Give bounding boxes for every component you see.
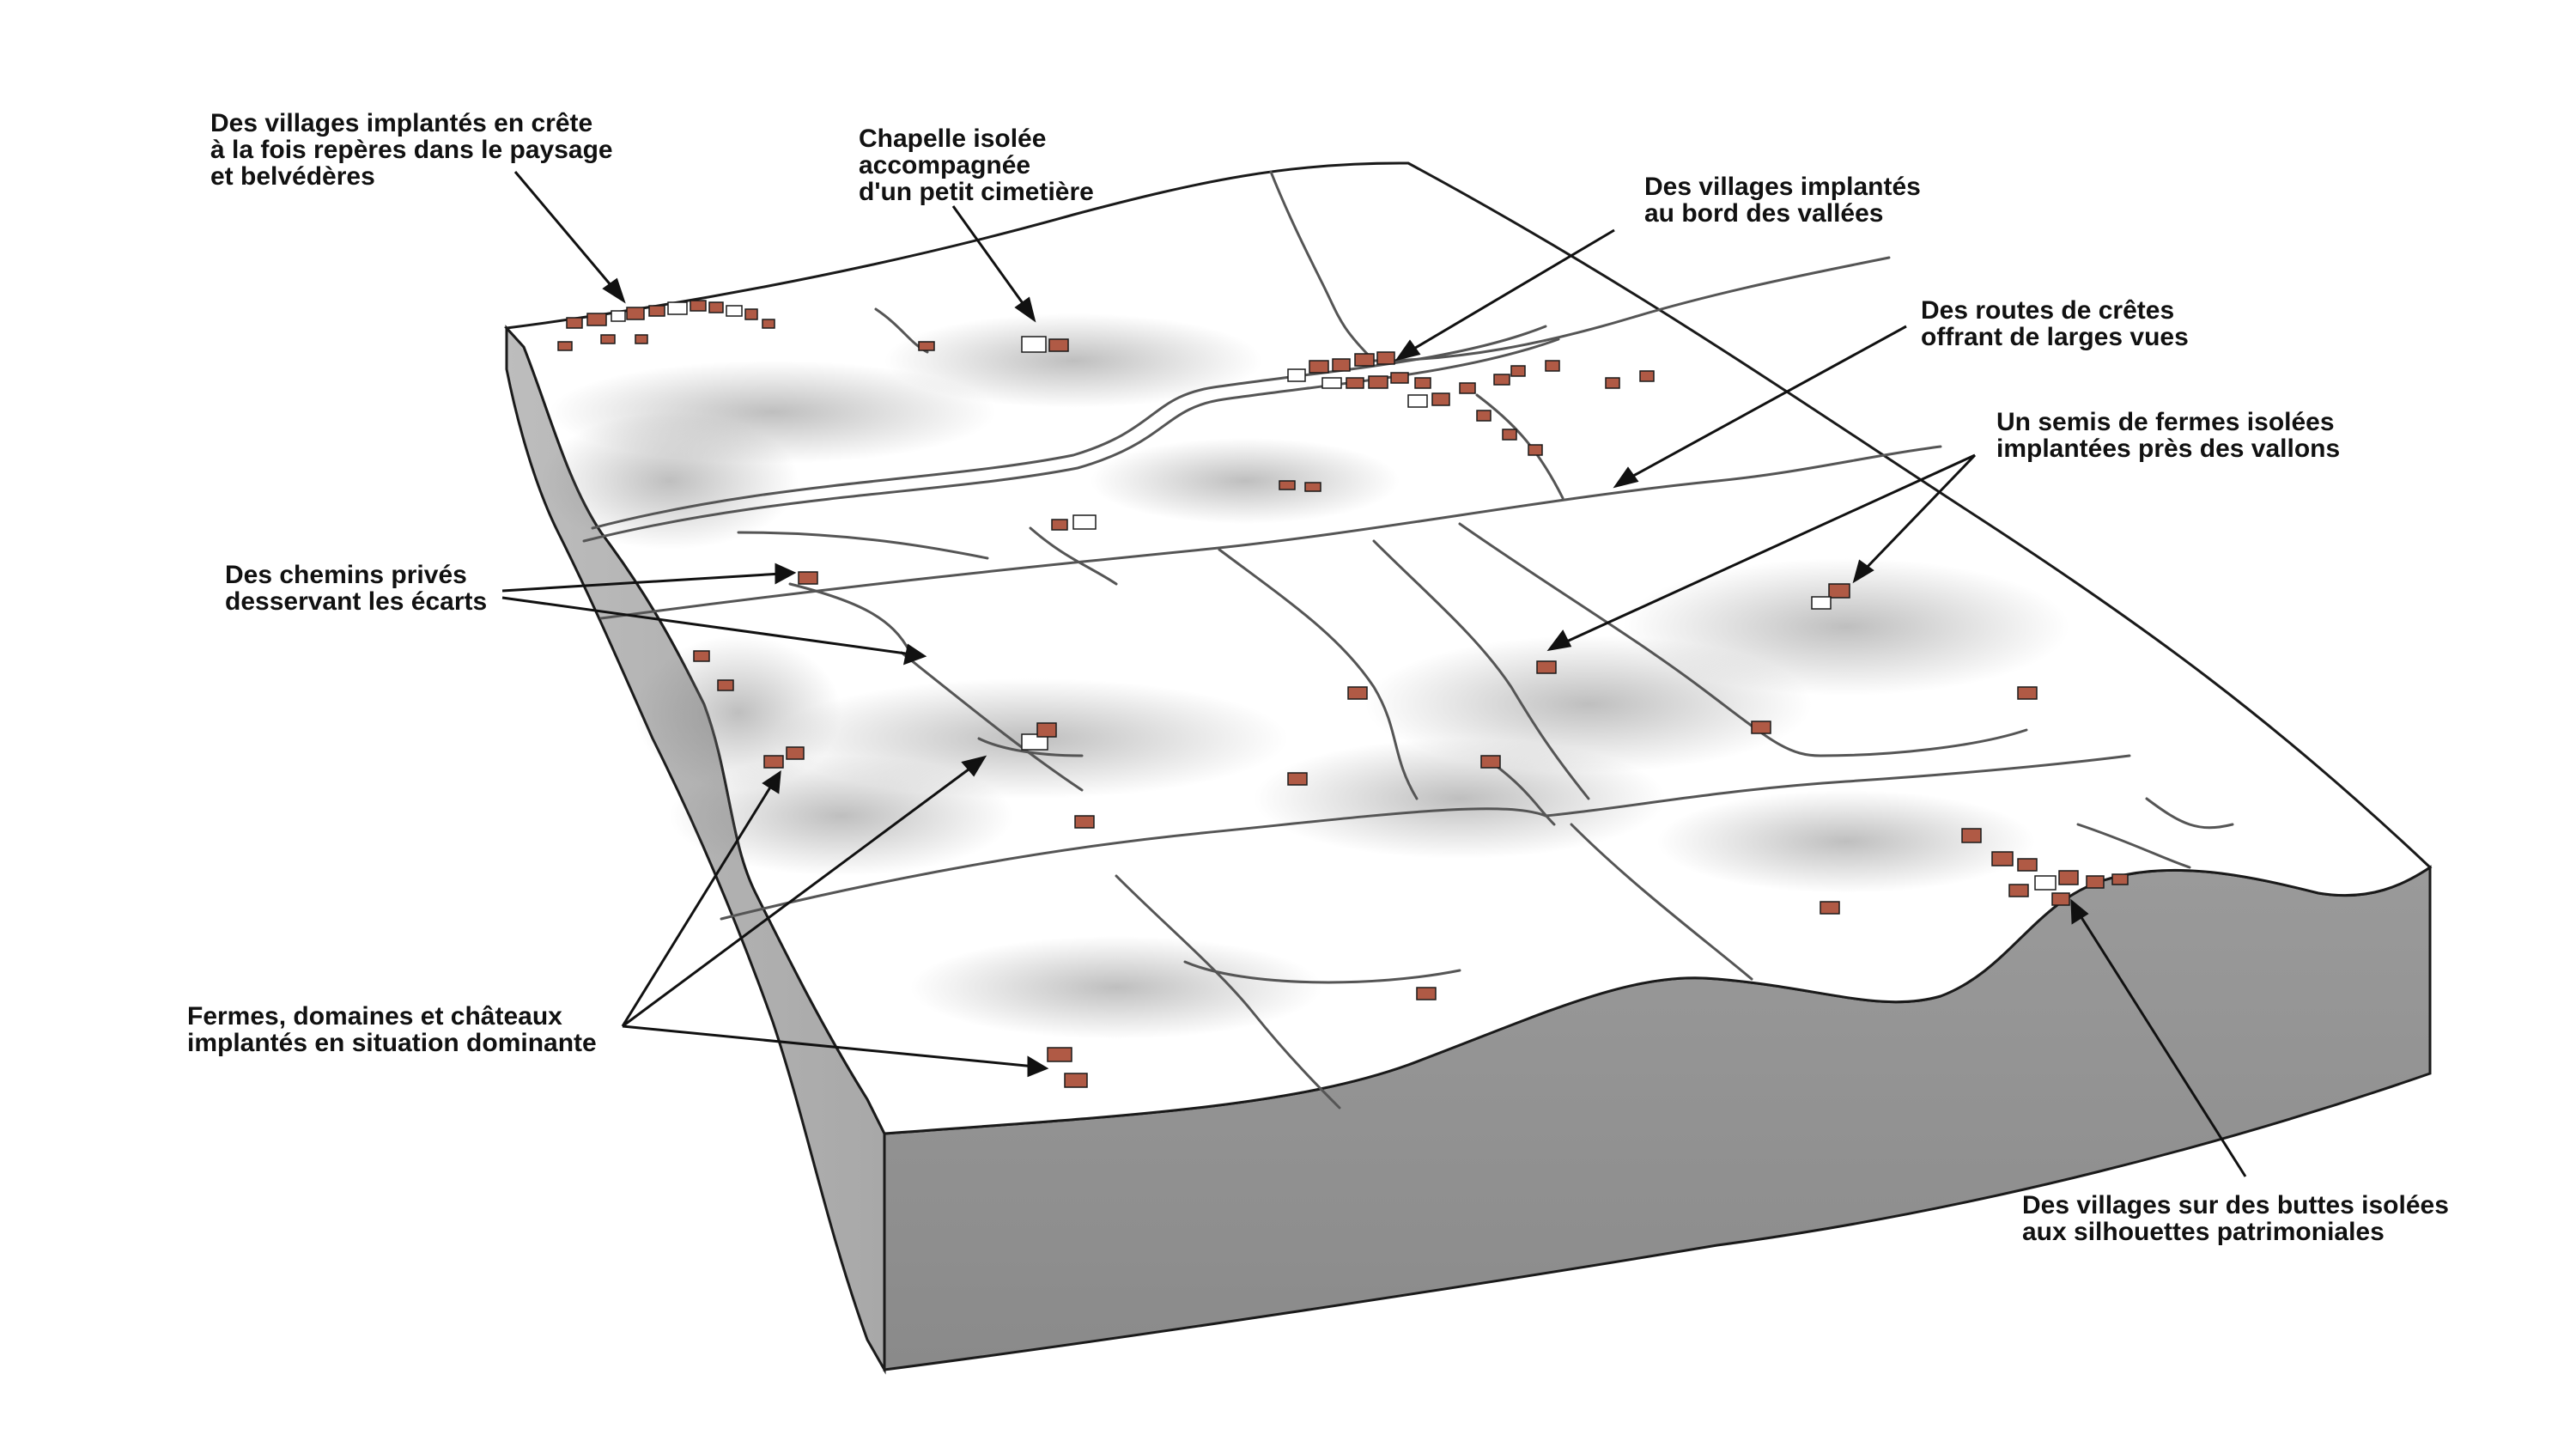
label-ridge-roads: Des routes de crêtes offrant de larges v…	[1921, 296, 2189, 351]
label-ridge-villages: Des villages implantés en crête à la foi…	[210, 109, 613, 191]
annotation-arrows	[501, 171, 2247, 1177]
label-valley-villages: Des villages implantés au bord des vallé…	[1644, 173, 1921, 228]
label-butte-villages: Des villages sur des buttes isolées aux …	[2022, 1191, 2449, 1246]
label-private-paths: Des chemins privés desservant les écarts	[225, 561, 488, 616]
label-isolated-farms: Un semis de fermes isolées implantées pr…	[1996, 408, 2341, 463]
label-dominant-farms: Fermes, domaines et châteaux implantés e…	[187, 1002, 597, 1057]
valley-shading	[541, 313, 2069, 1039]
road-network	[582, 170, 2234, 1110]
settlement-buildings	[557, 300, 2129, 1088]
label-chapel: Chapelle isolée accompagnée d'un petit c…	[859, 125, 1094, 206]
